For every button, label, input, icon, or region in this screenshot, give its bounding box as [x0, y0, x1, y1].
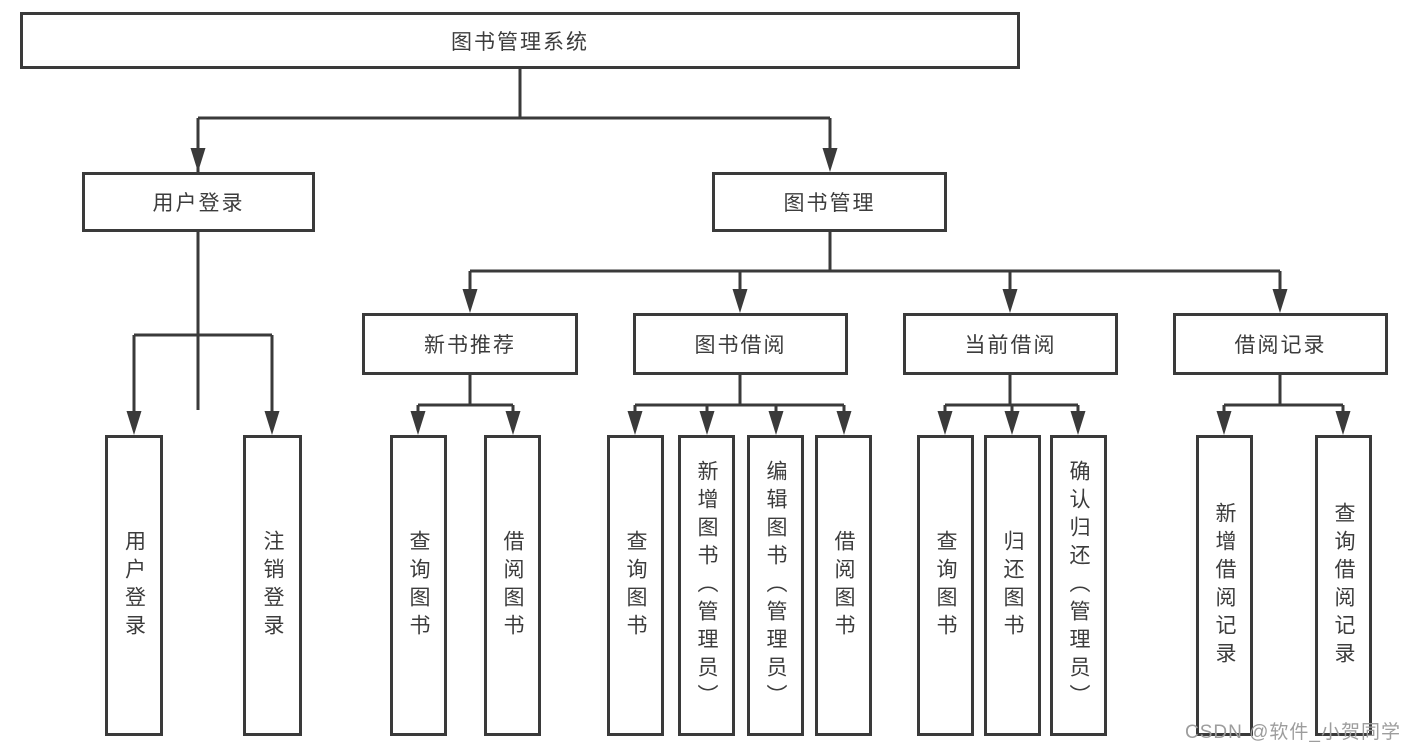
node-logout: 注销登录: [243, 435, 302, 736]
node-user-login: 用户登录: [105, 435, 163, 736]
connector-userlogin-to-leaves: [126, 232, 280, 435]
node-borrow-books-recommend: 借阅图书: [484, 435, 541, 736]
node-borrow-records: 借阅记录: [1173, 313, 1388, 375]
node-new-book-recommend: 新书推荐: [362, 313, 578, 375]
node-borrow-books: 借阅图书: [815, 435, 872, 736]
node-edit-books-admin: 编辑图书（管理员）: [747, 435, 804, 736]
connector-newbooks-to-leaves: [410, 375, 521, 435]
connector-bookmgmt-to-level3: [462, 232, 1288, 313]
csdn-watermark: CSDN @软件_小贺同学: [1185, 722, 1401, 743]
node-book-borrow: 图书借阅: [633, 313, 848, 375]
node-book-management-branch: 图书管理: [712, 172, 947, 232]
node-return-books: 归还图书: [984, 435, 1041, 736]
node-current-borrow: 当前借阅: [903, 313, 1118, 375]
connector-currentborrow-to-leaves: [937, 375, 1086, 435]
node-query-borrow-record: 查询借阅记录: [1315, 435, 1372, 736]
node-add-borrow-record: 新增借阅记录: [1196, 435, 1253, 736]
node-query-books-current: 查询图书: [917, 435, 974, 736]
connector-root-to-level2: [190, 68, 838, 410]
connector-bookborrow-to-leaves: [627, 375, 852, 435]
node-library-management-system: 图书管理系统: [20, 12, 1020, 69]
node-query-books-recommend: 查询图书: [390, 435, 447, 736]
connector-borrowrecords-to-leaves: [1216, 375, 1351, 435]
node-user-login-branch: 用户登录: [82, 172, 315, 232]
node-query-books-borrow: 查询图书: [607, 435, 664, 736]
node-add-books-admin: 新增图书（管理员）: [678, 435, 735, 736]
node-confirm-return-admin: 确认归还（管理员）: [1050, 435, 1107, 736]
